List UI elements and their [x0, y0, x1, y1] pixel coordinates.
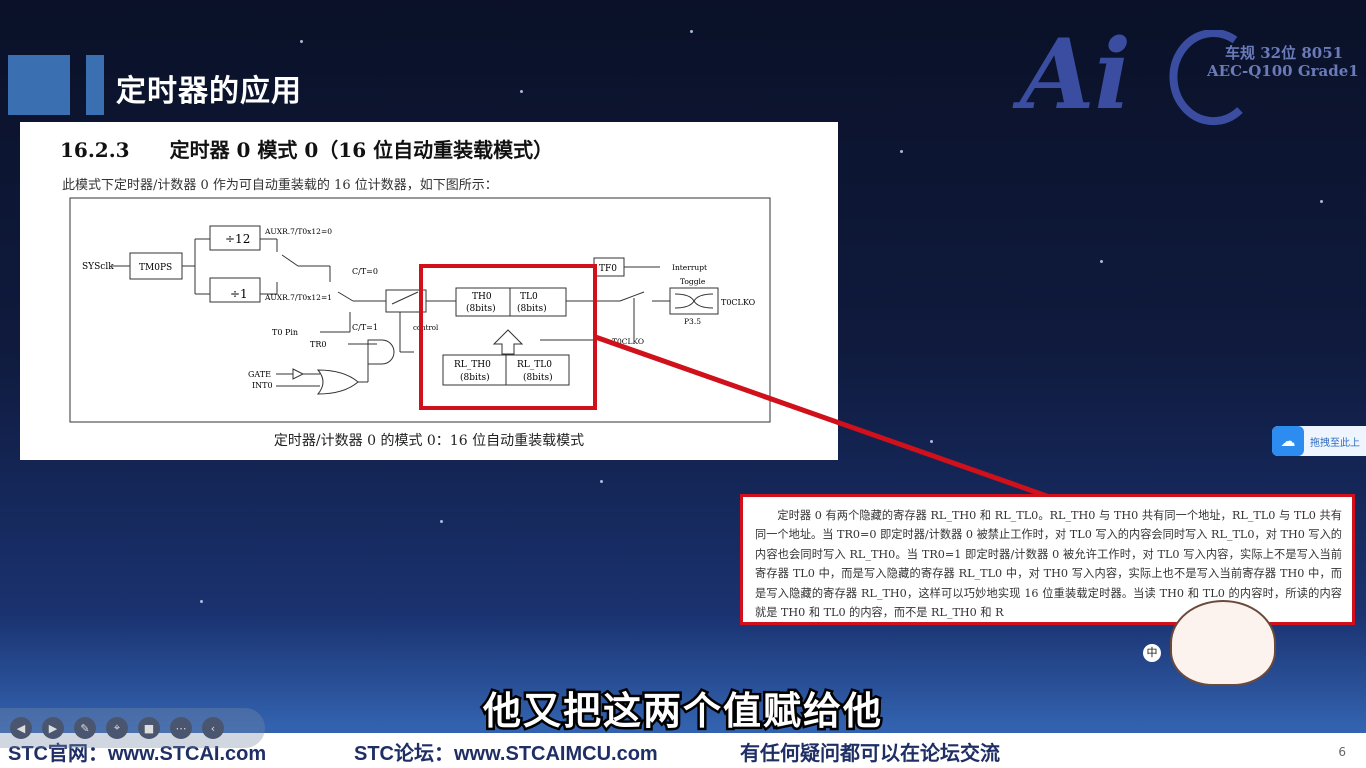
label-interrupt: Interrupt	[672, 263, 707, 272]
logo-mark: Ai	[1020, 18, 1131, 131]
footer: STC官网：www.STCAI.com STC论坛：www.STCAIMCU.c…	[0, 733, 1366, 768]
collapse-icon[interactable]: ‹	[202, 717, 224, 739]
label-auxr1: AUXR.7/T0x12=1	[264, 293, 332, 302]
ime-indicator[interactable]: 中	[1143, 644, 1161, 662]
label-t0clko: T0CLKO	[721, 298, 756, 307]
mascot-sticker	[1170, 600, 1276, 686]
label-control: control	[413, 324, 439, 332]
label-sysclk: SYSclk	[82, 262, 114, 272]
label-tf0: TF0	[599, 264, 617, 274]
cloud-upload-icon: ☁	[1272, 426, 1304, 456]
label-div12: ÷12	[225, 232, 250, 246]
doc-heading: 16.2.3 定时器 0 模式 0（16 位自动重装载模式）	[60, 138, 554, 162]
presentation-controls: ◀ ▶ ✎ ⌖ ■ ⋯ ‹	[0, 708, 265, 748]
label-div1: ÷1	[230, 287, 248, 301]
upload-drop-target[interactable]: ☁ 拖拽至此上	[1272, 426, 1366, 456]
doc-caption: 定时器/计数器 0 的模式 0：16 位自动重装载模式	[273, 433, 585, 449]
label-p35: P3.5	[684, 317, 701, 326]
logo: Ai 车规 32位 8051 AEC-Q100 Grade1	[1015, 20, 1366, 130]
timer-diagram: SYSclk TM0PS ÷12 ÷1 AUXR.7/T0x12=0 AUXR.…	[69, 197, 771, 423]
label-gate: GATE	[248, 370, 271, 379]
footer-site: STC官网：www.STCAI.com	[8, 743, 267, 765]
upload-label: 拖拽至此上	[1310, 437, 1360, 449]
logo-swoosh-icon	[1169, 30, 1243, 126]
highlight-box	[419, 264, 597, 410]
label-rltl0-bits: (8bits)	[523, 372, 553, 383]
footer-note: 有任何疑问都可以在论坛交流	[740, 743, 1000, 765]
label-ct1: C/T=1	[352, 323, 378, 332]
label-th0: TH0	[472, 292, 492, 302]
label-tl0-bits: (8bits)	[517, 303, 547, 314]
prev-icon[interactable]: ◀	[10, 717, 32, 739]
next-icon[interactable]: ▶	[42, 717, 64, 739]
label-ct0: C/T=0	[352, 267, 378, 276]
explanation-popup: 定时器 0 有两个隐藏的寄存器 RL_TH0 和 RL_TL0。RL_TH0 与…	[740, 494, 1355, 625]
pen-icon[interactable]: ✎	[74, 717, 96, 739]
label-t0pin: T0 Pin	[272, 328, 298, 337]
label-toggle: Toggle	[680, 277, 706, 286]
label-auxr0: AUXR.7/T0x12=0	[264, 227, 332, 236]
label-rlth0-bits: (8bits)	[460, 372, 490, 383]
doc-intro: 此模式下定时器/计数器 0 作为可自动重装载的 16 位计数器，如下图所示：	[62, 178, 498, 193]
video-subtitle: 他又把这两个值赋给他	[480, 687, 884, 736]
title-bar	[86, 55, 104, 115]
logo-line1: 车规 32位 8051	[1225, 44, 1344, 62]
label-t0clko-enable: T0CLKO	[612, 337, 644, 346]
label-tl0: TL0	[520, 292, 538, 302]
slide-title: 定时器的应用	[116, 74, 302, 109]
camera-icon[interactable]: ■	[138, 717, 160, 739]
page-number: 6	[1338, 745, 1346, 759]
label-th0-bits: (8bits)	[466, 303, 496, 314]
label-rlth0: RL_TH0	[454, 360, 491, 370]
screenshot-icon[interactable]: ⌖	[106, 717, 128, 739]
document-image: 16.2.3 定时器 0 模式 0（16 位自动重装载模式） 此模式下定时器/计…	[20, 122, 838, 460]
more-icon[interactable]: ⋯	[170, 717, 192, 739]
label-rltl0: RL_TL0	[517, 360, 552, 370]
logo-line2: AEC-Q100 Grade1	[1207, 62, 1359, 80]
label-int0: INT0	[252, 381, 273, 390]
label-tm0ps: TM0PS	[139, 263, 172, 273]
footer-forum: STC论坛：www.STCAIMCU.com	[354, 743, 658, 765]
label-tr0: TR0	[310, 340, 326, 349]
title-block	[8, 55, 70, 115]
